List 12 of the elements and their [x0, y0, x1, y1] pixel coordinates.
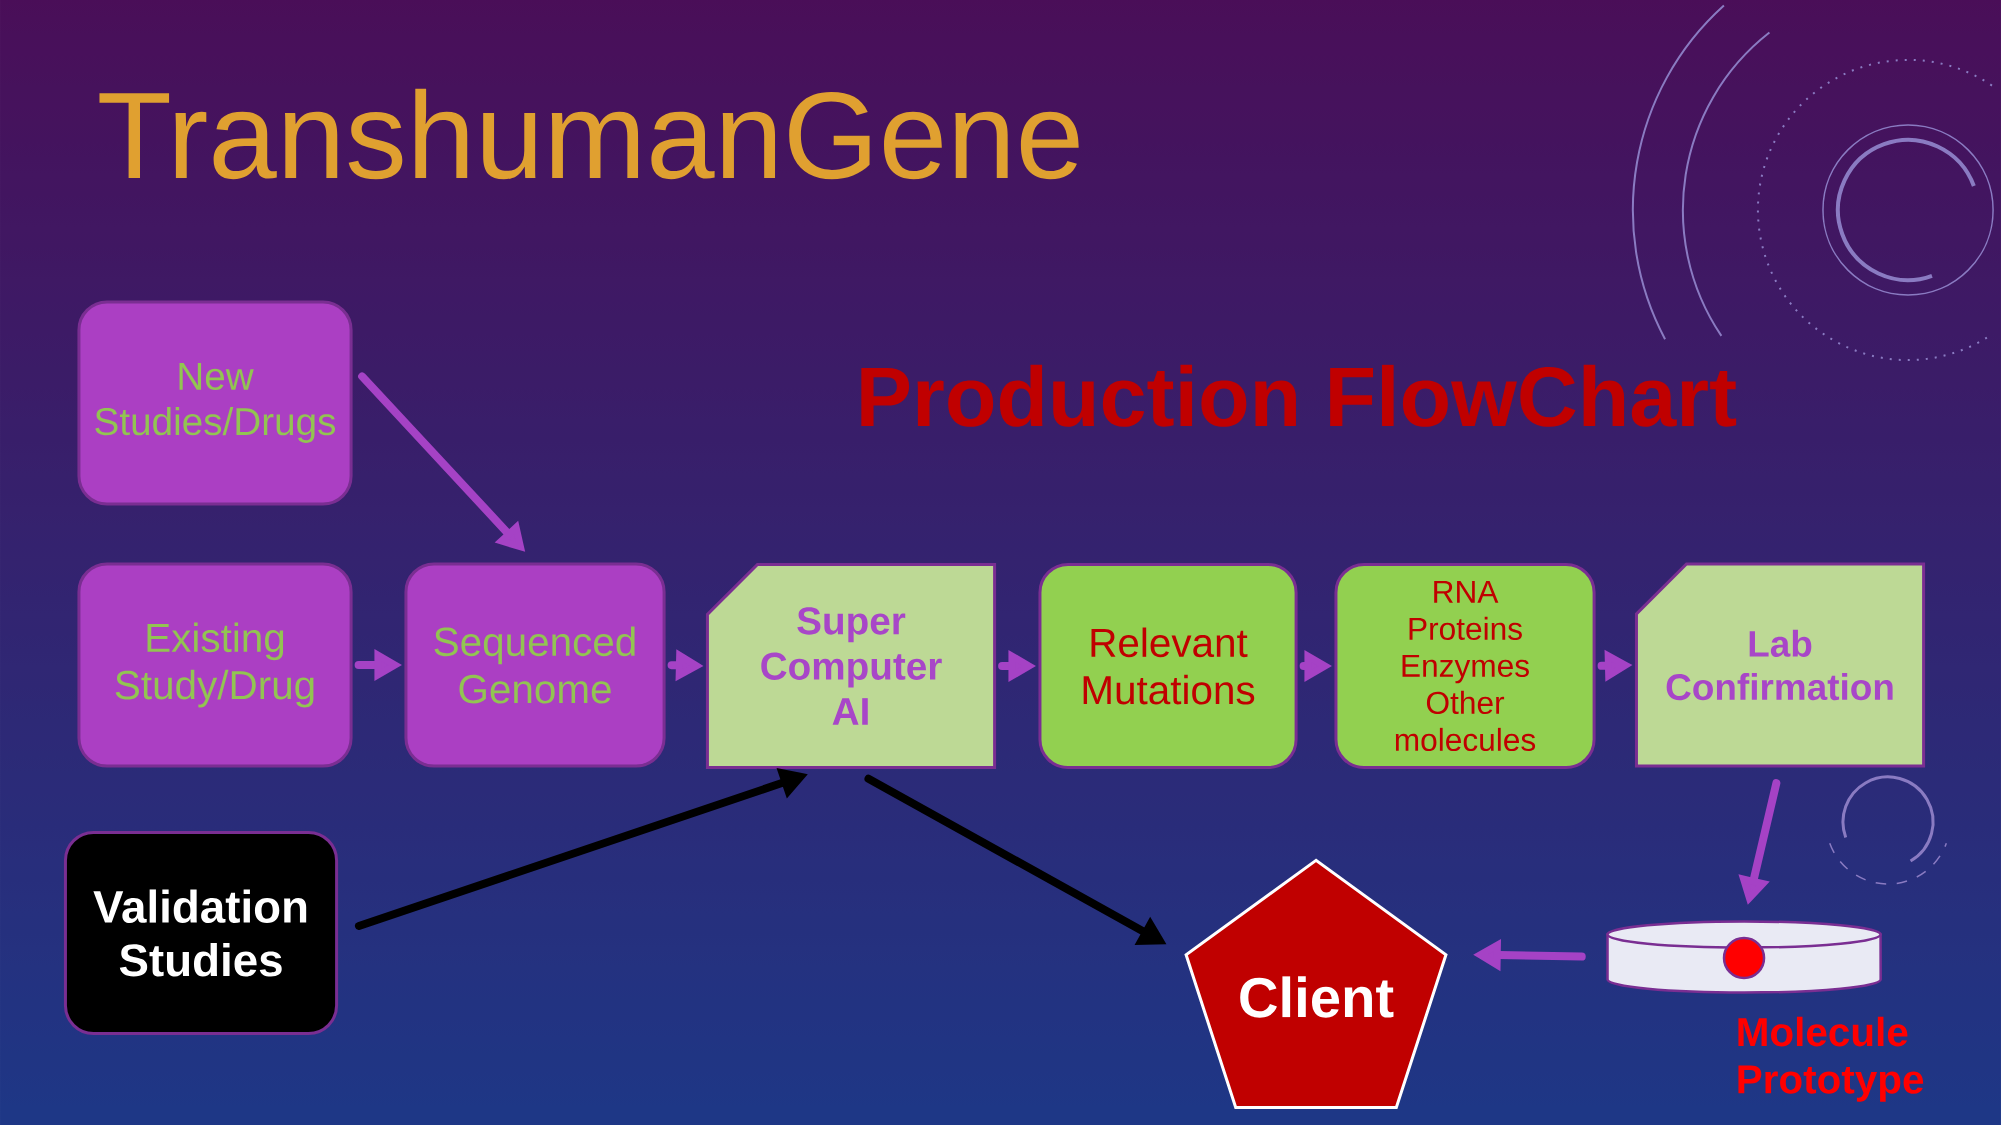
rounded-box: Validation Studies — [63, 830, 339, 1036]
cut-corner-box: Super Computer AI — [705, 562, 997, 770]
cut-corner-box: Lab Confirmation — [1634, 562, 1926, 768]
rounded-box: RNA Proteins Enzymes Other molecules — [1334, 562, 1596, 770]
petri-dish — [1606, 920, 1882, 994]
rounded-box: Existing Study/Drug — [77, 562, 353, 768]
rounded-box: Sequenced Genome — [404, 562, 666, 768]
rounded-box: Relevant Mutations — [1038, 562, 1298, 770]
node-label: Molecule Prototype — [1738, 1016, 1924, 1102]
title: TranshumanGene — [99, 88, 1079, 180]
heading: Production FlowChart — [861, 364, 1737, 427]
rounded-box: New Studies/Drugs — [77, 300, 353, 506]
